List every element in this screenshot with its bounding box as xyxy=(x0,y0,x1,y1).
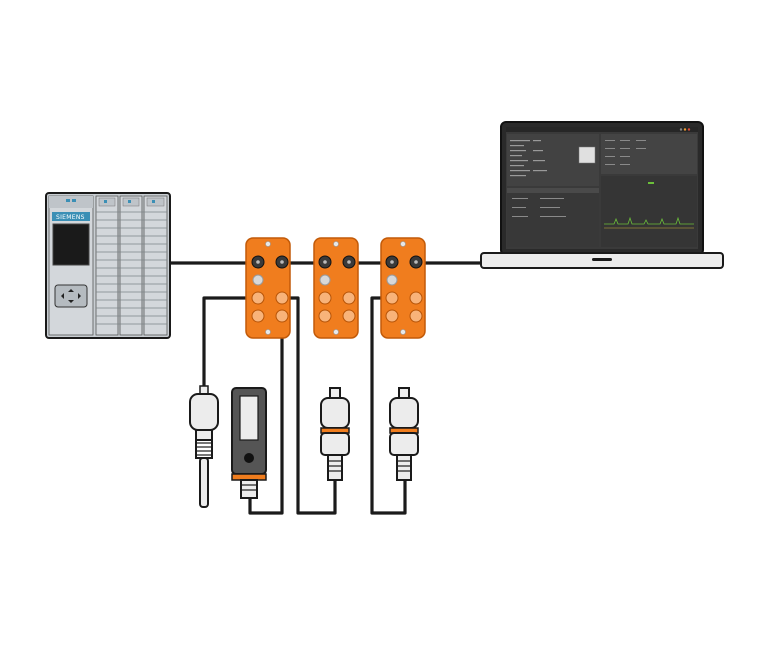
plc-status-led-2 xyxy=(72,199,76,202)
temperature-probe-sensor xyxy=(189,385,219,508)
plc-controller: SIEMENS xyxy=(45,192,171,339)
laptop xyxy=(480,121,724,269)
port-connectors xyxy=(251,255,289,323)
software-window xyxy=(506,127,698,247)
sensor-cable-4 xyxy=(370,296,407,515)
arrow-up-icon xyxy=(68,289,74,292)
arrow-down-icon xyxy=(68,300,74,303)
sensor-cable-1 xyxy=(202,296,258,388)
sensor-cable-2 xyxy=(248,316,284,515)
io-module-2 xyxy=(313,237,359,339)
sensor-cable-3 xyxy=(282,296,337,515)
plc-brand-label: SIEMENS xyxy=(56,214,85,221)
arrow-left-icon xyxy=(61,293,64,299)
trend-line xyxy=(604,216,694,225)
laptop-trackpad-notch xyxy=(592,258,612,261)
plc-io-slices xyxy=(95,195,168,336)
backbone-port-marks xyxy=(256,260,418,264)
pressure-sensor-2 xyxy=(389,387,419,481)
io-module-1 xyxy=(245,237,291,339)
plc-display xyxy=(52,223,90,266)
plc-top-strip xyxy=(49,196,93,208)
plc-keypad xyxy=(54,284,88,308)
arrow-right-icon xyxy=(78,293,81,299)
plc-brand-plate xyxy=(52,212,90,221)
plc-status-led-1 xyxy=(66,199,70,202)
block-sensor xyxy=(231,387,267,499)
io-module-3 xyxy=(380,237,426,339)
pressure-sensor-1 xyxy=(320,387,350,481)
